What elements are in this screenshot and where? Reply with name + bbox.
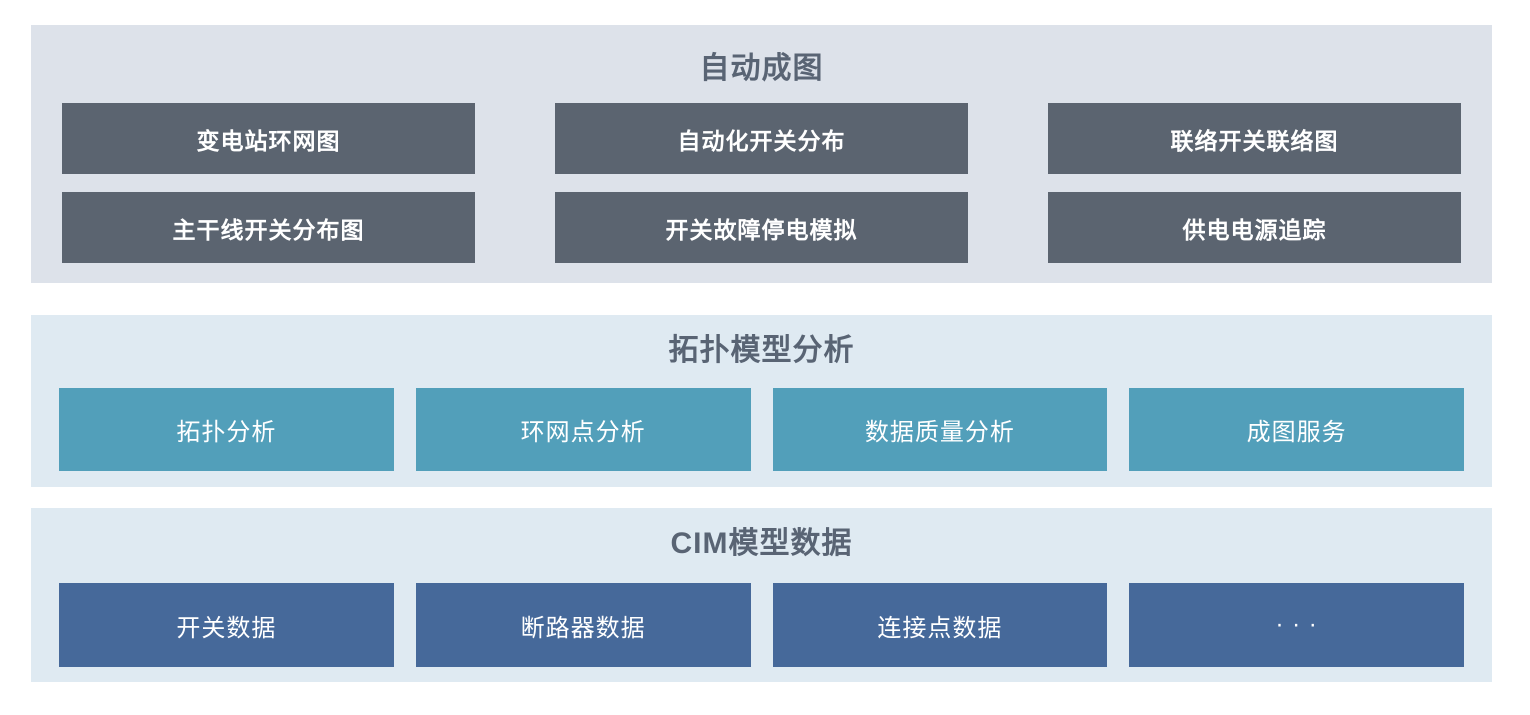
section-cim-title: CIM模型数据 — [670, 527, 853, 560]
block-power-source-tracing: 供电电源追踪 — [1048, 192, 1461, 263]
section-cim-model-data: CIM模型数据 开关数据 断路器数据 连接点数据 · · · — [31, 508, 1492, 682]
topology-blocks: 拓扑分析 环网点分析 数据质量分析 成图服务 — [31, 388, 1492, 471]
block-more-ellipsis: · · · — [1129, 583, 1464, 667]
block-switch-fault-outage-simulation: 开关故障停电模拟 — [555, 192, 968, 263]
section-auto-diagram-title: 自动成图 — [699, 52, 824, 85]
block-substation-ring-diagram: 变电站环网图 — [62, 103, 475, 174]
block-connection-point-data: 连接点数据 — [772, 583, 1108, 667]
block-data-quality-analysis: 数据质量分析 — [772, 388, 1108, 471]
section-topology-title: 拓扑模型分析 — [668, 334, 855, 367]
section-topology-model-analysis: 拓扑模型分析 拓扑分析 环网点分析 数据质量分析 成图服务 — [31, 315, 1492, 487]
block-switch-data: 开关数据 — [59, 583, 394, 667]
block-breaker-data: 断路器数据 — [415, 583, 751, 667]
block-diagram-generation-service: 成图服务 — [1129, 388, 1464, 471]
block-topology-analysis: 拓扑分析 — [59, 388, 394, 471]
block-ring-point-analysis: 环网点分析 — [415, 388, 751, 471]
block-automated-switch-distribution: 自动化开关分布 — [555, 103, 968, 174]
cim-blocks: 开关数据 断路器数据 连接点数据 · · · — [31, 583, 1492, 667]
section-auto-diagram: 自动成图 变电站环网图 自动化开关分布 联络开关联络图 主干线开关分布图 开关故… — [31, 25, 1492, 283]
block-tie-switch-connection-diagram: 联络开关联络图 — [1048, 103, 1461, 174]
auto-diagram-blocks: 变电站环网图 自动化开关分布 联络开关联络图 主干线开关分布图 开关故障停电模拟… — [31, 87, 1492, 263]
block-trunk-line-switch-distribution: 主干线开关分布图 — [62, 192, 475, 263]
